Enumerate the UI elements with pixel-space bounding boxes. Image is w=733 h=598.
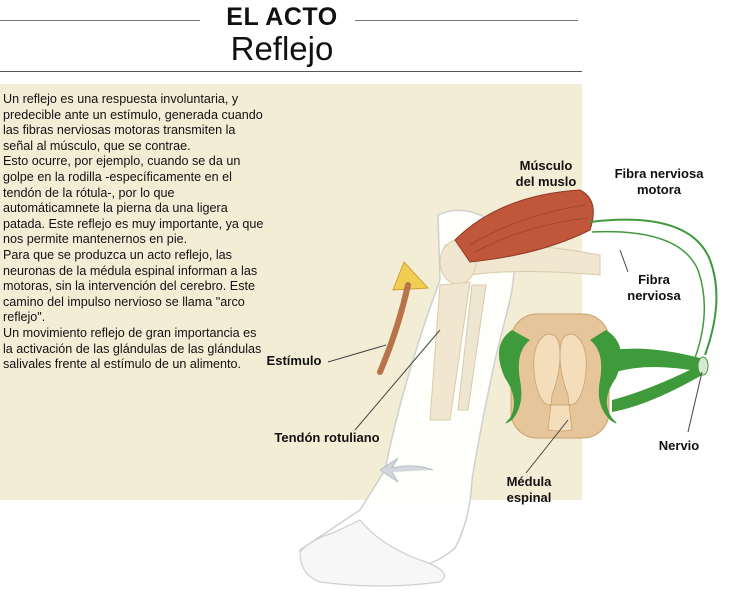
paragraph-2: Esto ocurre, por ejemplo, cuando se da u…	[3, 154, 264, 247]
label-medula: Médula espinal	[494, 474, 564, 506]
label-nervio: Nervio	[658, 438, 700, 453]
label-fibra-nerviosa: Fibra nerviosa	[614, 272, 694, 304]
reflex-hammer-head	[392, 261, 430, 291]
label-medula-2: espinal	[506, 490, 552, 505]
label-fibra-motora: Fibra nerviosa motora	[588, 166, 730, 198]
label-estimulo: Estímulo	[266, 353, 322, 368]
leader-fibra	[619, 249, 629, 273]
title-line1: EL ACTO	[226, 3, 338, 31]
foot	[299, 519, 445, 587]
thigh-muscle	[454, 189, 594, 263]
title-line2: Reflejo	[230, 30, 334, 67]
paragraph-3: Para que se produzca un acto reflejo, la…	[3, 247, 258, 325]
gray-matter	[533, 333, 587, 432]
reflex-hammer-handle	[377, 282, 411, 375]
leader-estimulo	[327, 344, 387, 363]
leader-tendon	[354, 329, 441, 431]
leader-medula	[525, 419, 569, 474]
nerve-root-left	[498, 330, 530, 424]
label-tendon: Tendón rotuliano	[274, 430, 380, 445]
label-musculo: Músculo del muslo	[506, 158, 586, 190]
paragraph-4: Un movimiento reflejo de gran importanci…	[3, 325, 262, 372]
label-fibra-2: nerviosa	[627, 288, 681, 303]
leader-nervio	[687, 371, 703, 433]
label-fibra-motora-1: Fibra nerviosa	[614, 166, 704, 181]
sensory-fiber	[591, 230, 705, 359]
muscle-striation	[469, 204, 589, 253]
label-musculo-1: Músculo	[519, 158, 573, 173]
nerve-bundle	[612, 348, 702, 412]
title-block: EL ACTO Reflejo	[0, 0, 733, 72]
label-fibra-1: Fibra	[638, 272, 670, 287]
title-rule-left	[0, 20, 200, 21]
nerve-end	[697, 356, 709, 376]
shin-bone	[429, 281, 471, 421]
body-text: Un reflejo es una respuesta involuntaria…	[3, 92, 265, 373]
paragraph-1: Un reflejo es una respuesta involuntaria…	[3, 92, 263, 153]
title-rule-right	[355, 20, 578, 21]
fibula-bone	[457, 284, 487, 411]
title-bottom-rule	[0, 71, 582, 72]
motion-arrow	[379, 457, 434, 483]
label-musculo-2: del muslo	[515, 174, 577, 189]
motor-fiber	[589, 218, 718, 356]
label-medula-1: Médula	[506, 474, 552, 489]
label-fibra-motora-2: motora	[636, 182, 682, 197]
